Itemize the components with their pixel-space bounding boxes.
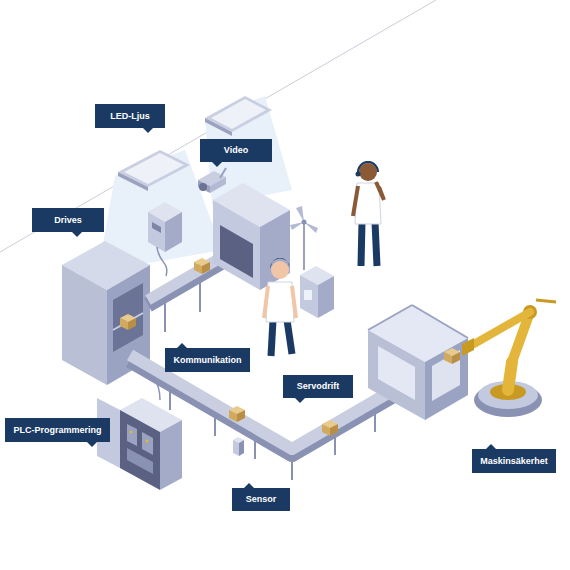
callout-label: Video bbox=[224, 145, 248, 156]
worker-headset bbox=[353, 161, 384, 266]
tunnel-machine-part bbox=[220, 225, 253, 278]
wall-drive-part bbox=[148, 212, 165, 252]
fan-unit-part bbox=[296, 206, 304, 222]
robot-arm-part bbox=[462, 338, 474, 356]
worker-part bbox=[264, 286, 268, 318]
wall-drive-part bbox=[165, 212, 182, 252]
robot-arm-part bbox=[474, 312, 530, 344]
tunnel-machine bbox=[213, 183, 290, 290]
callout-tag: Drives bbox=[32, 208, 104, 232]
worker-part bbox=[271, 320, 273, 356]
drive-cabinet-part bbox=[62, 265, 107, 385]
fan-unit-part bbox=[302, 220, 307, 225]
callout-label: Sensor bbox=[246, 494, 277, 505]
robot-cell-part bbox=[368, 305, 412, 330]
tunnel-machine-part bbox=[260, 210, 290, 290]
callout-label: Servodrift bbox=[297, 381, 340, 392]
callout-label: Maskinsäkerhet bbox=[480, 456, 548, 467]
drive-cabinet-part bbox=[120, 314, 136, 330]
worker-headset-part bbox=[359, 163, 377, 181]
callout-tag: LED-Ljus bbox=[95, 104, 165, 128]
video-camera-part bbox=[199, 183, 207, 191]
video-camera-part bbox=[210, 177, 226, 193]
lower-conveyor-part bbox=[229, 406, 245, 422]
led-light-part bbox=[118, 150, 190, 187]
lower-conveyor-part bbox=[322, 420, 338, 436]
callout-tag: Maskinsäkerhet bbox=[472, 449, 556, 473]
plc-cabinet-part bbox=[127, 424, 137, 446]
video-camera-part bbox=[198, 180, 210, 193]
robot-cell-part bbox=[368, 330, 425, 420]
worker-part bbox=[266, 282, 294, 322]
fan-unit bbox=[290, 206, 334, 318]
sensor bbox=[233, 437, 244, 456]
callout-label: Kommunikation bbox=[173, 355, 241, 366]
callout-label: LED-Ljus bbox=[110, 111, 150, 122]
upper-conveyor-part bbox=[194, 258, 210, 274]
worker-headset-part bbox=[375, 222, 377, 266]
worker-part bbox=[270, 258, 290, 269]
fan-unit-part bbox=[300, 275, 318, 318]
worker-part bbox=[292, 286, 296, 318]
fan-unit-part bbox=[303, 222, 305, 270]
fan-unit-part bbox=[304, 290, 312, 300]
upper-conveyor bbox=[148, 257, 222, 332]
plc-cabinet-part bbox=[160, 420, 182, 490]
worker bbox=[264, 258, 296, 356]
worker-part bbox=[271, 261, 289, 279]
drive-cabinet-part bbox=[113, 283, 143, 352]
robot-cell-part bbox=[425, 338, 468, 420]
plc-cabinet-part bbox=[127, 448, 153, 474]
wall-drive bbox=[148, 202, 182, 276]
robot-arm-part bbox=[536, 300, 556, 302]
led-light-part bbox=[124, 153, 184, 184]
sensor-part bbox=[233, 440, 239, 456]
plc-cabinet-part bbox=[130, 431, 133, 434]
worker-headset-part bbox=[356, 172, 361, 177]
robot-arm-part bbox=[444, 348, 460, 364]
worker-part bbox=[287, 320, 292, 354]
tunnel-machine-part bbox=[213, 200, 260, 290]
led-light-part bbox=[118, 172, 148, 191]
fan-unit-part bbox=[318, 276, 334, 318]
wall-drive-part bbox=[152, 222, 161, 233]
worker-headset-part bbox=[358, 162, 378, 172]
plc-cabinet-part bbox=[120, 410, 160, 490]
plc-cabinet-part bbox=[142, 432, 153, 455]
plc-cabinet-part bbox=[140, 372, 160, 400]
sensor-part bbox=[239, 440, 244, 456]
robot-cell bbox=[368, 305, 468, 420]
callout-tag: Video bbox=[200, 139, 272, 162]
callout-tag: Kommunikation bbox=[165, 348, 250, 372]
upper-conveyor-part bbox=[148, 257, 222, 300]
worker-headset-part bbox=[361, 222, 362, 266]
drive-cabinet-part bbox=[113, 313, 143, 330]
callout-label: Drives bbox=[54, 215, 82, 226]
worker-headset-part bbox=[376, 182, 384, 200]
fan-unit-part bbox=[304, 222, 318, 233]
worker-headset-part bbox=[353, 186, 358, 216]
led-light-part bbox=[211, 99, 266, 129]
callout-tag: PLC-Programmering bbox=[5, 418, 110, 442]
robot-cell-part bbox=[412, 305, 468, 338]
callout-label: PLC-Programmering bbox=[13, 425, 101, 436]
robot-cell-part bbox=[378, 346, 415, 400]
callout-tag: Servodrift bbox=[283, 375, 353, 398]
wall-drive-part bbox=[157, 247, 167, 276]
callout-tag: Sensor bbox=[232, 488, 290, 511]
plc-cabinet-part bbox=[146, 440, 149, 443]
led-light-part bbox=[205, 118, 232, 136]
robot-arm bbox=[444, 300, 556, 417]
